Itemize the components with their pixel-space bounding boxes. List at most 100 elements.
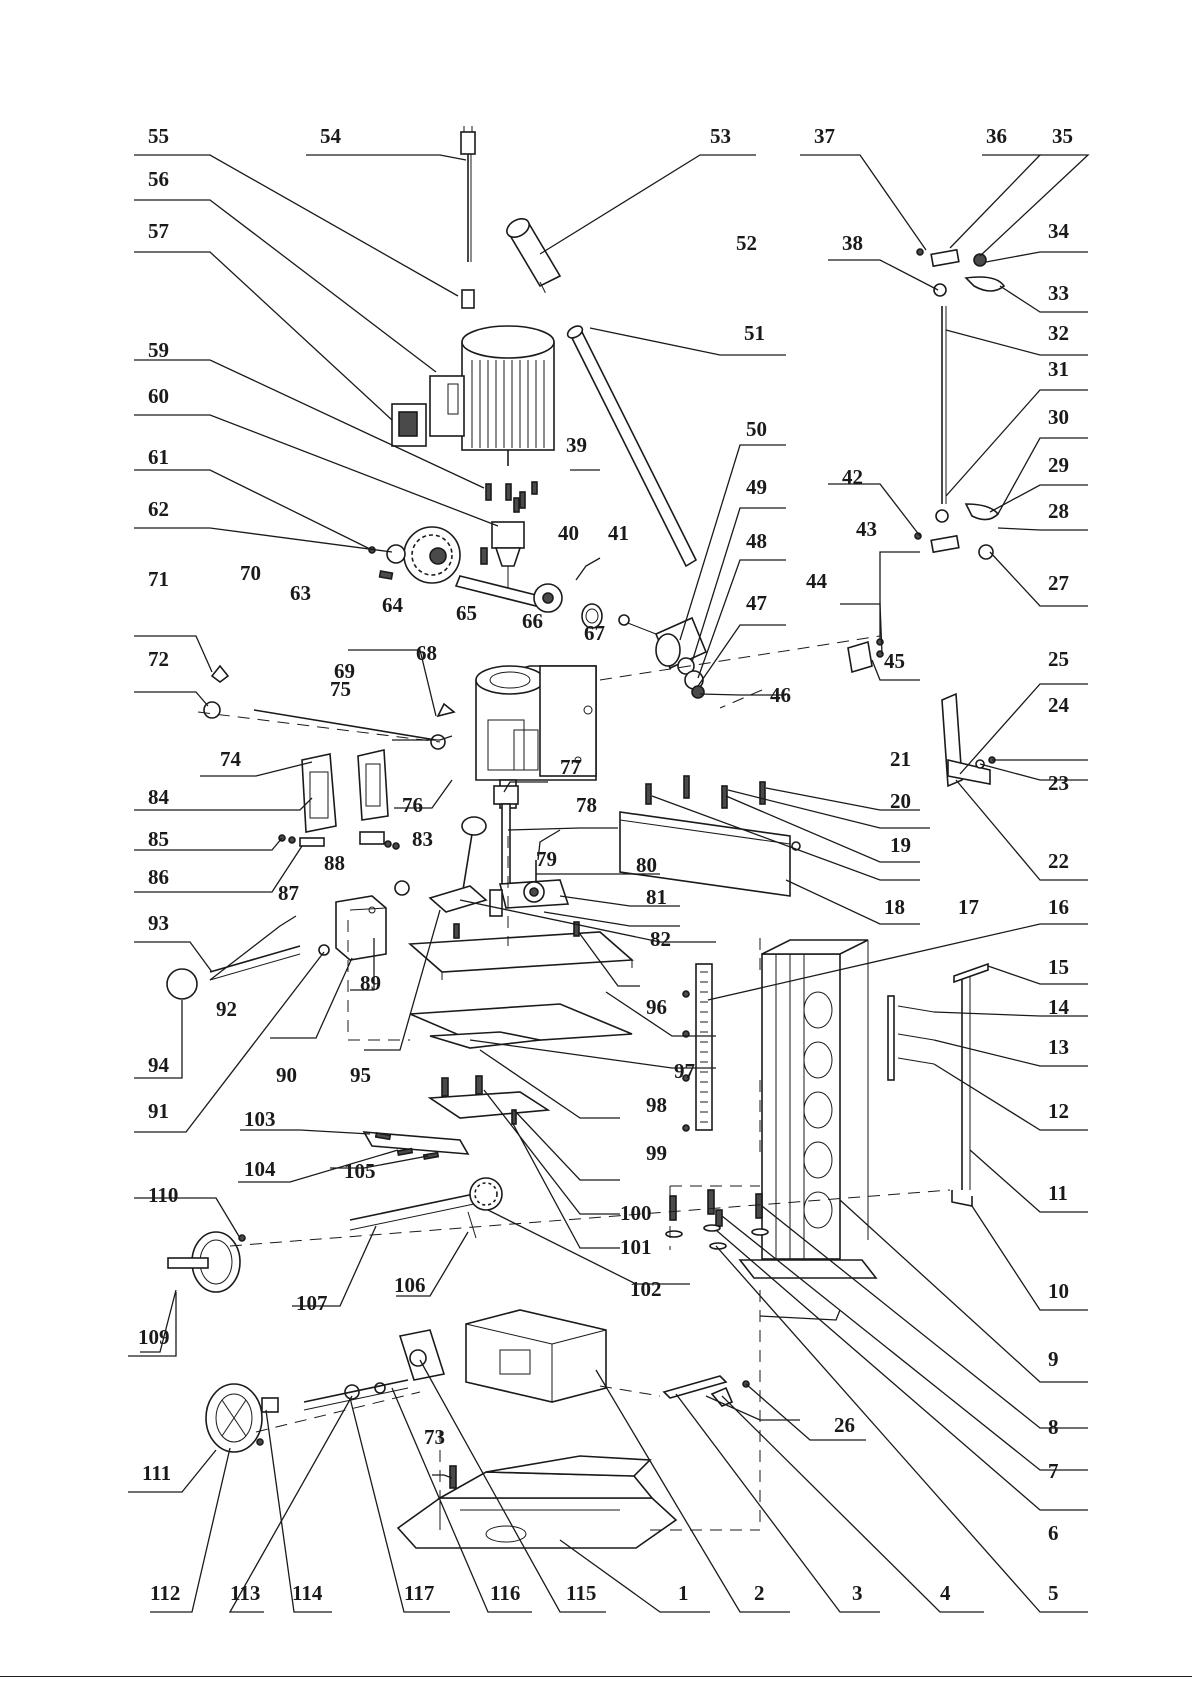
part-label: 107 (296, 1291, 328, 1315)
part-label: 20 (890, 789, 911, 813)
part-label: 18 (884, 895, 905, 919)
part-label: 23 (1048, 771, 1069, 795)
part-label: 91 (148, 1099, 169, 1123)
part-label: 102 (630, 1277, 662, 1301)
part-label: 90 (276, 1063, 297, 1087)
depth-stop-rod (914, 248, 1006, 560)
lower-handwheel (205, 1383, 264, 1453)
hold-down-bracket (941, 692, 996, 788)
part-label: 87 (278, 881, 299, 905)
chuck (491, 521, 525, 600)
part-label: 22 (1048, 849, 1069, 873)
part-label: 115 (566, 1581, 596, 1605)
part-label: 105 (344, 1159, 376, 1183)
base (396, 1455, 678, 1549)
part-label: 34 (1048, 219, 1070, 243)
part-label: 4 (940, 1581, 951, 1605)
part-label: 96 (646, 995, 667, 1019)
part-label: 66 (522, 609, 543, 633)
lower-bracket (261, 1329, 446, 1413)
part-label: 69 (334, 659, 355, 683)
part-label: 38 (842, 231, 863, 255)
part-label: 82 (650, 927, 671, 951)
part-label: 75 (330, 677, 351, 701)
part-label: 36 (986, 124, 1007, 148)
part-label: 50 (746, 417, 767, 441)
part-label: 93 (148, 911, 169, 935)
part-label: 71 (148, 567, 169, 591)
part-label: 12 (1048, 1099, 1069, 1123)
part-label: 111 (142, 1461, 171, 1485)
part-label: 100 (620, 1201, 652, 1225)
column (682, 939, 878, 1279)
part-label: 80 (636, 853, 657, 877)
motor (429, 325, 555, 466)
parts-drawing (166, 126, 1006, 1549)
part-label: 10 (1048, 1279, 1069, 1303)
part-label: 62 (148, 497, 169, 521)
part-label: 116 (490, 1581, 520, 1605)
part-label: 55 (148, 124, 169, 148)
part-label: 16 (1048, 895, 1069, 919)
part-label: 17 (958, 895, 979, 919)
part-label: 67 (584, 621, 605, 645)
part-label: 14 (1048, 995, 1070, 1019)
large-gear (368, 526, 461, 584)
part-label: 83 (412, 827, 433, 851)
fence-rail (619, 775, 801, 897)
lever-hub (618, 614, 708, 699)
part-label: 7 (1048, 1459, 1059, 1483)
part-label: 28 (1048, 499, 1069, 523)
part-label: 46 (770, 683, 791, 707)
part-label: 51 (744, 321, 765, 345)
table-plates (408, 921, 634, 1049)
part-label: 11 (1048, 1181, 1068, 1205)
motor-screws (485, 481, 538, 513)
part-label: 97 (674, 1059, 695, 1083)
slide-bars (427, 1075, 551, 1125)
part-label: 57 (148, 219, 169, 243)
part-label: 64 (382, 593, 404, 617)
part-label: 37 (814, 124, 835, 148)
part-label: 56 (148, 167, 169, 191)
chisel-assembly (489, 785, 570, 917)
part-label: 3 (852, 1581, 863, 1605)
part-label: 42 (842, 465, 863, 489)
part-label: 29 (1048, 453, 1069, 477)
part-label: 13 (1048, 1035, 1069, 1059)
stop-plate (847, 638, 884, 674)
part-label: 81 (646, 885, 667, 909)
part-label: 8 (1048, 1415, 1059, 1439)
leader-lines (128, 154, 1090, 1613)
pinion-shaft (378, 547, 563, 613)
part-label: 2 (754, 1581, 765, 1605)
part-label: 41 (608, 521, 629, 545)
part-label: 44 (806, 569, 828, 593)
part-label: 33 (1048, 281, 1069, 305)
part-label: 6 (1048, 1521, 1059, 1545)
part-label: 43 (856, 517, 877, 541)
part-label: 27 (1048, 571, 1069, 595)
part-label: 32 (1048, 321, 1069, 345)
part-label: 59 (148, 338, 169, 362)
head-casting (475, 665, 597, 836)
upper-handwheel (167, 1177, 503, 1293)
part-label: 117 (404, 1581, 434, 1605)
part-label: 72 (148, 647, 169, 671)
part-label: 5 (1048, 1581, 1059, 1605)
part-label: 61 (148, 445, 169, 469)
part-label: 65 (456, 601, 477, 625)
part-label: 63 (290, 581, 311, 605)
part-label: 110 (148, 1183, 178, 1207)
part-label: 113 (230, 1581, 260, 1605)
part-label: 1 (678, 1581, 689, 1605)
part-label: 95 (350, 1063, 371, 1087)
part-label: 98 (646, 1093, 667, 1117)
part-label: 73 (424, 1425, 445, 1449)
part-label: 114 (292, 1581, 323, 1605)
part-label: 112 (150, 1581, 180, 1605)
part-label: 21 (890, 747, 911, 771)
part-label: 86 (148, 865, 169, 889)
center-lines (197, 281, 951, 1531)
